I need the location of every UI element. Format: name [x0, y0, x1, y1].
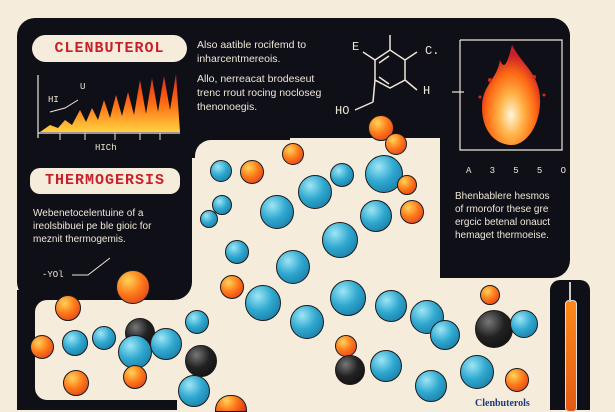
- atom: [55, 295, 81, 321]
- clenbuterol-title: CLENBUTEROL: [32, 35, 187, 62]
- atom: [360, 200, 392, 232]
- atom: [63, 370, 89, 396]
- atom: [475, 310, 513, 348]
- atom: [212, 195, 232, 215]
- atom: [118, 335, 152, 369]
- atom: [185, 345, 217, 377]
- atom: [322, 222, 358, 258]
- atom: [460, 355, 494, 389]
- atom: [225, 240, 249, 264]
- text-line: meznit thermogemis.: [33, 234, 126, 245]
- atom: [375, 290, 407, 322]
- atom: [260, 195, 294, 229]
- flame-chart: [37, 74, 180, 140]
- atom: [240, 160, 264, 184]
- atom: [150, 328, 182, 360]
- atom: [400, 200, 424, 224]
- atom: [335, 355, 365, 385]
- formula-pointer: [72, 257, 111, 276]
- x-tick: A: [466, 166, 472, 176]
- thermogenesis-title: THERMOGERSIS: [30, 168, 180, 194]
- text-line: ireolsbibuei pe ble gioic for: [33, 221, 152, 232]
- x-tick: 5: [513, 166, 519, 176]
- text-line: Webenetocelentuine of a: [33, 208, 144, 219]
- text-line: of rmorofor these gre: [455, 204, 549, 215]
- atom: [430, 320, 460, 350]
- bottom-label: Clenbuterols: [475, 398, 530, 409]
- atom: [505, 368, 529, 392]
- x-tick: 5: [536, 166, 543, 176]
- text-line: trenc rrout rocing nocloseg: [197, 87, 322, 99]
- atom: [210, 160, 232, 182]
- text-line: Also aatible rocifemd to: [197, 39, 307, 51]
- atom: [480, 285, 500, 305]
- flame-label-hi: HI: [48, 95, 59, 105]
- right-description: Bhenbablere hesmos of rmorofor these gre…: [455, 190, 570, 242]
- atom: [290, 305, 324, 339]
- top-description: Also aatible rocifemd to inharcentmereoi…: [197, 38, 347, 114]
- text-line: Allo, nerreacat brodeseut: [197, 73, 315, 85]
- atom: [30, 335, 54, 359]
- atom: [276, 250, 310, 284]
- chemical-structure: [354, 35, 418, 111]
- formula-label: -YOl: [42, 270, 64, 280]
- x-tick: 3: [489, 166, 496, 176]
- right-dark-panel: [440, 18, 570, 278]
- atom: [510, 310, 538, 338]
- atom: [370, 350, 402, 382]
- atom: [178, 375, 210, 407]
- atom: [385, 133, 407, 155]
- structure-label-ho: HO: [335, 104, 350, 118]
- flame-label-u: U: [80, 82, 86, 92]
- left-description: Webenetocelentuine of a ireolsbibuei pe …: [33, 207, 193, 246]
- text-line: thenonoegis.: [197, 101, 258, 113]
- structure-label-e: E: [352, 40, 360, 54]
- text-line: hemaget thermoeise.: [455, 230, 549, 241]
- fire-chart: [452, 39, 563, 151]
- atom: [282, 143, 304, 165]
- structure-label-c: C.: [425, 44, 440, 58]
- atom: [92, 326, 116, 350]
- atom: [365, 155, 403, 193]
- x-tick: O: [560, 166, 566, 176]
- atom: [123, 365, 147, 389]
- atom: [185, 310, 209, 334]
- atom: [397, 175, 417, 195]
- atom: [62, 330, 88, 356]
- atom: [330, 163, 354, 187]
- text-line: ergcic betenal onauct: [455, 217, 551, 228]
- atom: [116, 270, 150, 304]
- text-line: inharcentmereois.: [197, 53, 281, 65]
- atom: [298, 175, 332, 209]
- atom: [415, 370, 447, 402]
- structure-label-h: H: [423, 84, 431, 98]
- atom: [335, 335, 357, 357]
- atom: [200, 210, 218, 228]
- text-line: Bhenbablere hesmos: [455, 191, 550, 202]
- atom: [245, 285, 281, 321]
- fire-chart-x-ticks: A 3 5 5 O: [466, 166, 566, 176]
- thermometer-needle: [569, 282, 571, 302]
- bottom-frame-panel: [17, 398, 177, 410]
- atom: [220, 275, 244, 299]
- atom: [330, 280, 366, 316]
- thermometer: [565, 300, 577, 412]
- flame-label-high: HICh: [95, 143, 117, 153]
